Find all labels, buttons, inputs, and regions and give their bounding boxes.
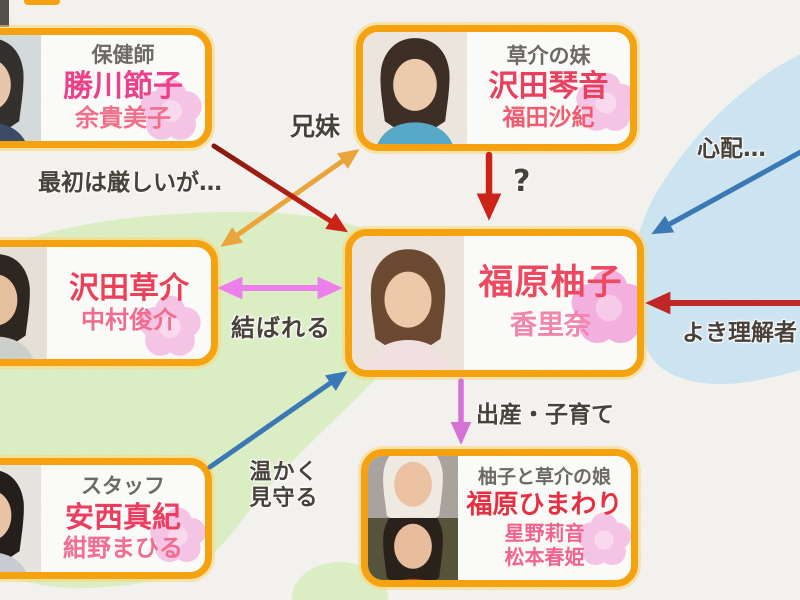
arrow-strict-at-first [211,143,348,233]
role-label: 保健師 [91,43,155,67]
actor-name: 星野莉音 [504,520,585,545]
label-watch-warmly-line1: 温かく [249,460,319,485]
photo-sawada-sosuke [0,247,47,359]
actor-name: 松本春姫 [504,545,585,570]
character-name: 福原柚子 [478,263,623,304]
role-label: 草介の妹 [506,43,591,68]
portrait-icon [0,247,47,359]
label-good-understanding: よき理解者 [682,320,797,346]
character-name: 勝川節子 [63,68,183,104]
actor-name: 中村俊介 [81,306,177,335]
character-card-anzai-maki: スタッフ 安西真紀 紺野まひる [0,458,212,579]
character-name: 沢田琴音 [488,69,609,105]
label-watch-warmly: 温かく 見守る [237,460,331,513]
role-label: スタッフ [81,474,165,499]
actor-name: 紺野まひる [63,534,183,563]
label-question-mark: ? [513,164,531,199]
role-label: 柚子と草介の娘 [477,466,611,489]
actor-name: 余貴美子 [75,104,171,133]
label-childbirth-childcare: 出産・子育て [476,402,614,428]
cropped-card-border-fragment [24,0,60,5]
arrow-watch-warmly [207,371,348,470]
label-worried: 心配… [697,136,766,162]
actor-name: 福田沙紀 [502,104,595,131]
portrait-baby-icon [368,456,458,518]
photo-anzai-maki [0,465,41,572]
character-name: 安西真紀 [64,499,181,534]
arrow-siblings [220,149,360,247]
character-card-katsukawa-setsuko: 保健師 勝川節子 余貴美子 [0,28,212,148]
character-name: 福原ひまわり [466,489,623,520]
photo-fukuhara-himawari [368,456,458,580]
label-watch-warmly-line2: 見守る [249,486,319,512]
portrait-icon [352,236,464,370]
character-card-fukuhara-yuzu: 福原柚子 香里奈 [345,229,644,377]
photo-fukuhara-yuzu [352,236,464,370]
character-name: 沢田草介 [69,270,189,306]
portrait-toddler-icon [368,518,458,580]
label-tied-together: 結ばれる [231,314,331,342]
cropped-photo-fragment [0,0,9,27]
portrait-icon [0,35,41,141]
actor-name: 香里奈 [510,310,591,342]
portrait-icon [0,465,41,572]
label-siblings: 兄妹 [290,112,341,141]
label-strict-at-first: 最初は厳しいが… [38,170,222,196]
portrait-icon [363,32,467,144]
character-card-fukuhara-himawari: 柚子と草介の娘 福原ひまわり 星野莉音 松本春姫 [361,449,638,587]
photo-sawada-kotone [363,32,467,144]
character-card-sawada-sosuke: 沢田草介 中村俊介 [0,240,218,366]
photo-katsukawa-setsuko [0,35,41,141]
character-card-sawada-kotone: 草介の妹 沢田琴音 福田沙紀 [356,25,637,151]
